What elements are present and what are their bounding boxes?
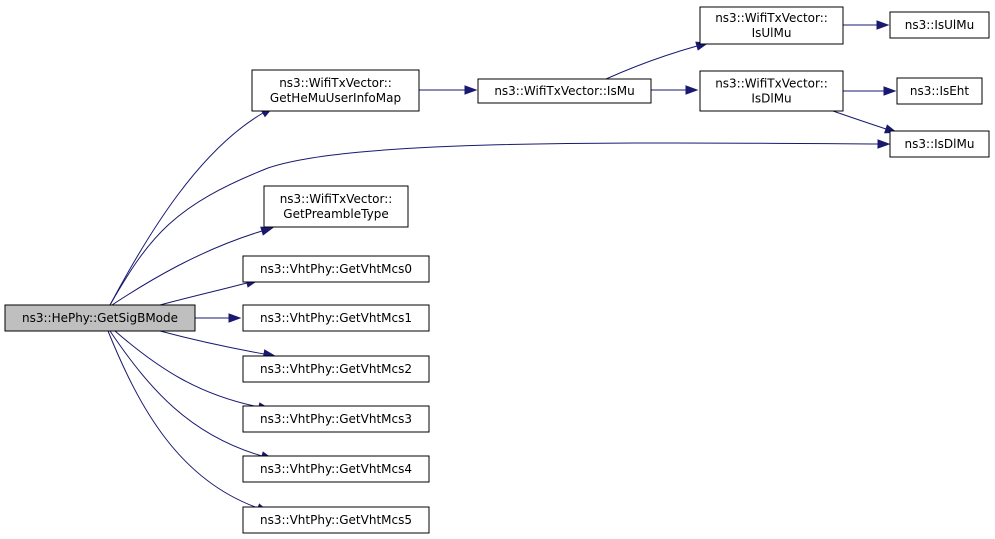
- node-vhtmcs2[interactable]: ns3::VhtPhy::GetVhtMcs2: [242, 355, 430, 383]
- node-box: [242, 255, 430, 283]
- node-box: [699, 6, 844, 45]
- node-label: ns3::VhtPhy::GetVhtMcs4: [260, 462, 412, 476]
- node-label: ns3::VhtPhy::GetVhtMcs2: [260, 362, 412, 376]
- node-isdlmu[interactable]: ns3::IsDlMu: [889, 130, 990, 158]
- edge-line: [111, 230, 263, 306]
- node-label: ns3::WifiTxVector::: [715, 77, 828, 91]
- node-label: ns3::WifiTxVector::: [715, 11, 828, 25]
- edge-line: [114, 330, 260, 408]
- arrowhead: [883, 86, 897, 96]
- node-label: ns3::IsDlMu: [905, 137, 975, 151]
- edge-txv-isulmu-to-isulmu: [843, 20, 890, 30]
- node-box: [242, 355, 430, 383]
- node-isulmu[interactable]: ns3::IsUlMu: [889, 11, 990, 39]
- node-vhtmcs4[interactable]: ns3::VhtPhy::GetVhtMcs4: [242, 455, 430, 483]
- node-label: IsDlMu: [751, 92, 791, 106]
- arrowhead: [877, 139, 891, 149]
- arrowhead: [685, 85, 699, 95]
- node-layer: ns3::HePhy::GetSigBMode ns3::WifiTxVector…: [4, 6, 990, 534]
- node-label: ns3::VhtPhy::GetVhtMcs5: [260, 513, 412, 527]
- edge-txv-isdlmu-to-isdlmu: [832, 110, 898, 134]
- node-vhtmcs3[interactable]: ns3::VhtPhy::GetVhtMcs3: [242, 405, 430, 433]
- node-label: ns3::HePhy::GetSigBMode: [22, 311, 178, 325]
- node-box: [242, 405, 430, 433]
- node-box: [242, 506, 430, 534]
- node-label: ns3::VhtPhy::GetVhtMcs1: [260, 311, 412, 325]
- edge-ismu-to-txv-isulmu: [605, 41, 709, 80]
- node-box: [251, 69, 420, 112]
- edge-line: [605, 45, 698, 80]
- node-vhtmcs5[interactable]: ns3::VhtPhy::GetVhtMcs5: [242, 506, 430, 534]
- edge-line: [109, 112, 264, 306]
- arrowhead: [464, 85, 478, 95]
- node-box: [242, 455, 430, 483]
- node-label: ns3::WifiTxVector::: [280, 192, 393, 206]
- node-label: ns3::VhtPhy::GetVhtMcs3: [260, 412, 412, 426]
- node-box: [699, 70, 844, 112]
- edge-line: [107, 330, 259, 509]
- edge-ismu-to-txv-isdlmu: [651, 85, 699, 95]
- edge-getsigbmode-to-vhtmcs4: [109, 330, 274, 461]
- edge-getsigbmode-to-isdlmu: [109, 139, 891, 306]
- arrowhead: [260, 226, 274, 236]
- node-box: [263, 185, 409, 228]
- edge-line: [109, 142, 879, 306]
- node-vhtmcs1[interactable]: ns3::VhtPhy::GetVhtMcs1: [242, 304, 430, 332]
- node-ismu[interactable]: ns3::WifiTxVector::IsMu: [477, 78, 652, 104]
- node-box: [889, 11, 990, 39]
- node-label: GetPreambleType: [283, 207, 388, 221]
- node-label: IsUlMu: [752, 26, 792, 40]
- arrowhead: [228, 313, 242, 323]
- node-box: [4, 304, 196, 332]
- node-txv-isulmu[interactable]: ns3::WifiTxVector::IsUlMu: [699, 6, 844, 45]
- node-getsigbmode[interactable]: ns3::HePhy::GetSigBMode: [4, 304, 196, 332]
- node-box: [477, 78, 652, 104]
- node-box: [896, 77, 983, 105]
- node-box: [889, 130, 990, 158]
- edge-line: [109, 330, 263, 457]
- node-vhtmcs0[interactable]: ns3::VhtPhy::GetVhtMcs0: [242, 255, 430, 283]
- node-iseht[interactable]: ns3::IsEht: [896, 77, 983, 105]
- node-label: ns3::WifiTxVector::: [279, 76, 392, 90]
- edge-line: [159, 330, 265, 355]
- node-label: ns3::WifiTxVector::IsMu: [494, 84, 634, 98]
- node-box: [242, 304, 430, 332]
- edge-getsigbmode-to-vhtmcs0: [159, 278, 260, 306]
- node-label: ns3::IsUlMu: [905, 18, 974, 32]
- edge-getheminfo-to-ismu: [419, 85, 478, 95]
- arrowhead: [876, 20, 890, 30]
- node-label: GetHeMuUserInfoMap: [270, 91, 401, 105]
- edge-getsigbmode-to-vhtmcs2: [159, 330, 277, 359]
- edge-txv-isdlmu-to-iseht: [843, 86, 897, 96]
- node-txv-isdlmu[interactable]: ns3::WifiTxVector::IsDlMu: [699, 70, 844, 112]
- node-label: ns3::VhtPhy::GetVhtMcs0: [260, 262, 412, 276]
- node-label: ns3::IsEht: [910, 84, 970, 98]
- node-getpreambletype[interactable]: ns3::WifiTxVector::GetPreambleType: [263, 185, 409, 228]
- edge-line: [832, 110, 887, 130]
- node-getheminfo[interactable]: ns3::WifiTxVector::GetHeMuUserInfoMap: [251, 69, 420, 112]
- edge-getsigbmode-to-vhtmcs1: [195, 313, 242, 323]
- edge-line: [159, 282, 248, 306]
